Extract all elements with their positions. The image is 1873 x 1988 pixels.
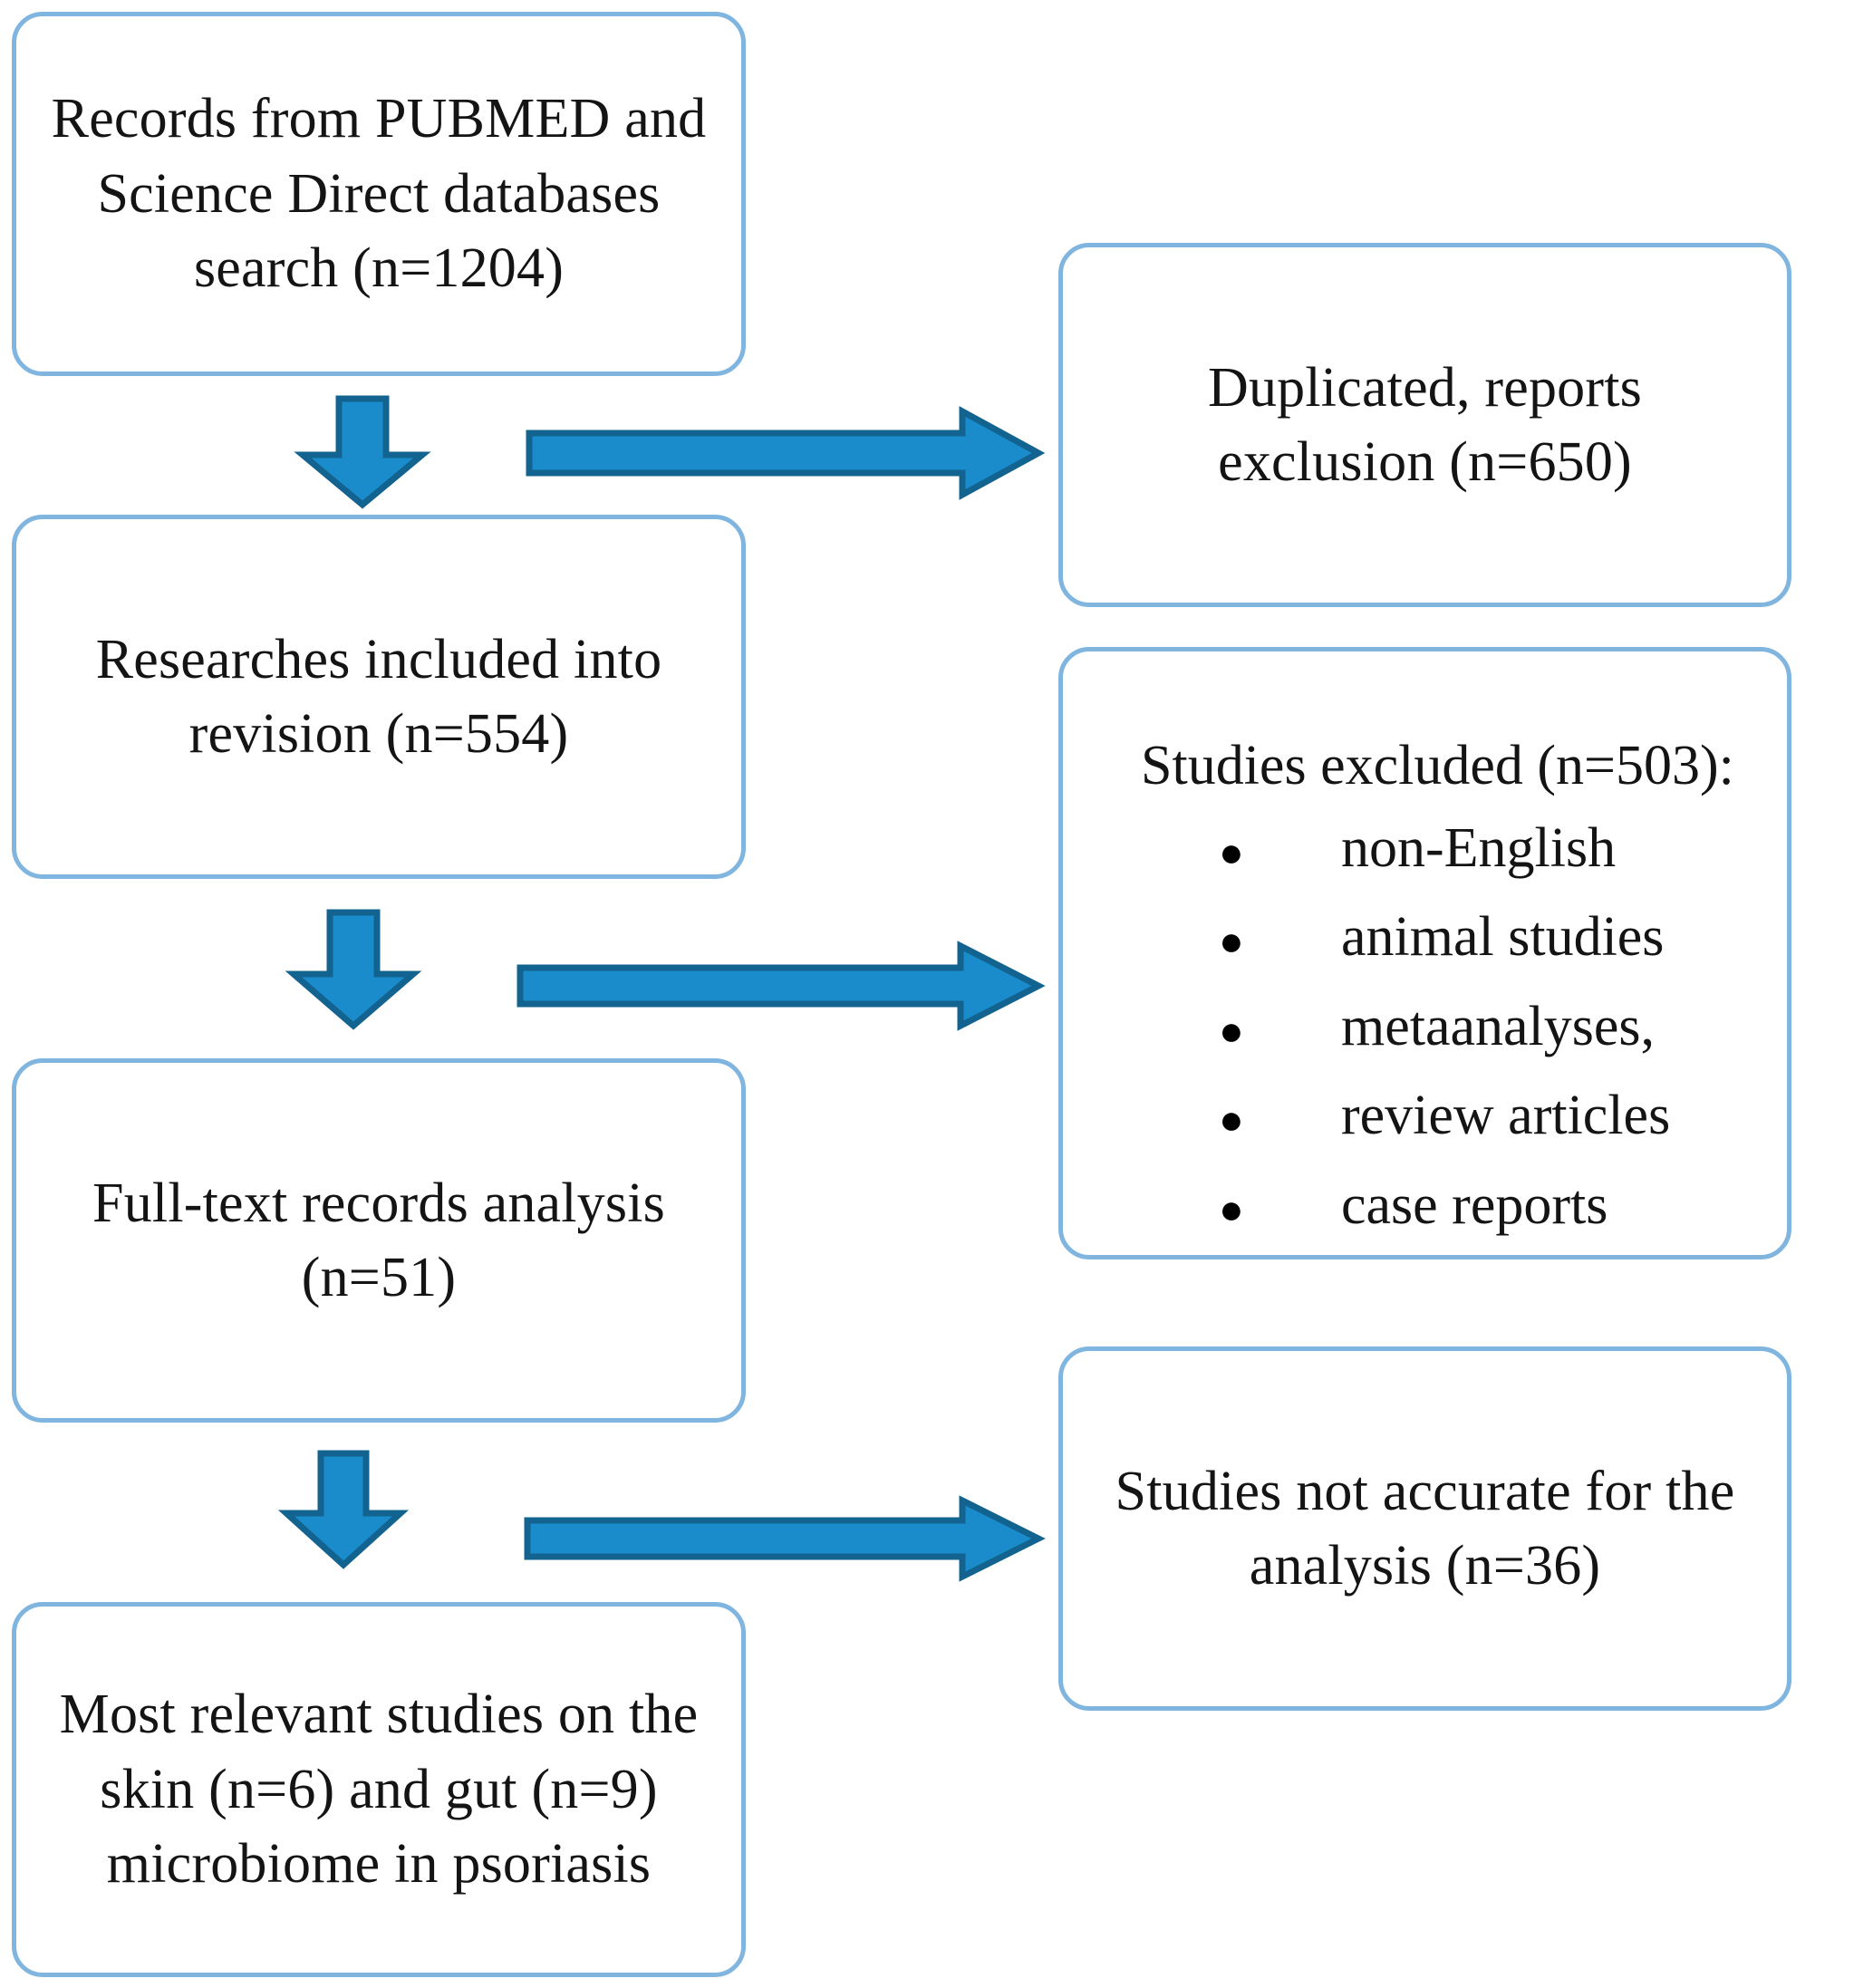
list-item-label: case reports [1341,1173,1608,1236]
bullet-icon: ● [1219,1185,1244,1232]
list-item: ● metaanalyses, [1219,990,1787,1064]
box-duplicates-excluded-text: Duplicated, reports exclusion (n=650) [1208,356,1642,493]
excluded-reasons-list: ● non-English ● animal studies ● metaana… [1063,812,1787,1259]
bullet-icon: ● [1219,918,1244,965]
box-studies-not-accurate-text: Studies not accurate for the analysis (n… [1115,1460,1735,1597]
right-arrow-2 [517,941,1046,1031]
box-most-relevant-studies-text: Most relevant studies on the skin (n=6) … [59,1684,699,1896]
down-arrow-3 [277,1450,410,1569]
box-studies-excluded-title: Studies excluded (n=503): [1141,735,1734,796]
bullet-icon: ● [1219,828,1244,875]
list-item: ● animal studies [1219,901,1787,974]
list-item-label: animal studies [1341,906,1665,969]
box-records-identified-text: Records from PUBMED and Science Direct d… [51,88,707,300]
box-studies-not-accurate: Studies not accurate for the analysis (n… [1058,1346,1791,1711]
list-item: ● case reports [1219,1169,1787,1242]
box-full-text-analysis-text: Full-text records analysis (n=51) [92,1172,665,1308]
down-arrow-1 [294,395,431,509]
right-arrow-1 [526,406,1046,500]
box-studies-excluded: Studies excluded (n=503): ● non-English … [1058,647,1791,1259]
list-item-label: review articles [1341,1085,1671,1147]
bullet-icon: ● [1219,1007,1244,1054]
box-researches-included-text: Researches included into revision (n=554… [95,628,662,765]
box-researches-included: Researches included into revision (n=554… [12,515,746,879]
box-full-text-analysis: Full-text records analysis (n=51) [12,1058,746,1423]
bullet-icon: ● [1219,1096,1244,1144]
box-most-relevant-studies: Most relevant studies on the skin (n=6) … [12,1602,746,1977]
list-item-label: non-English [1341,816,1617,879]
list-item: ● review articles [1219,1079,1787,1153]
right-arrow-3 [524,1495,1046,1582]
down-arrow-2 [285,909,422,1030]
box-records-identified: Records from PUBMED and Science Direct d… [12,12,746,376]
box-duplicates-excluded: Duplicated, reports exclusion (n=650) [1058,243,1791,607]
list-item-label: metaanalyses, [1341,995,1656,1057]
list-item: ● non-English [1219,812,1787,885]
